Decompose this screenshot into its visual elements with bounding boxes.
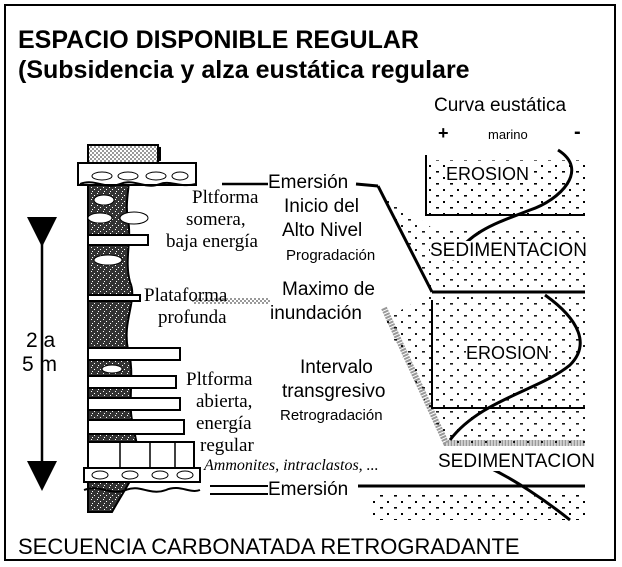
erosion-label-1: EROSION	[446, 164, 530, 184]
facies-profunda-2: profunda	[158, 307, 227, 328]
emersion-bottom-label: Emersión	[268, 479, 349, 500]
diagram-frame	[4, 4, 616, 561]
maximo-label-2: inundación	[270, 303, 362, 324]
eustatic-curve	[448, 148, 582, 522]
sediment-wedges	[370, 155, 585, 520]
curve-title: Curva eustática	[434, 95, 567, 116]
facies-abierta-1: Pltforma	[186, 369, 253, 390]
facies-somera-2: somera,	[186, 209, 246, 230]
facies-abierta-3: energía	[196, 413, 252, 434]
progradacion-label: Progradación	[286, 247, 376, 264]
page-subtitle: (Subsidencia y alza eustática regulare	[18, 56, 470, 84]
alto-nivel-label-2: Alto Nivel	[282, 220, 363, 241]
curve-minus: -	[574, 121, 581, 143]
facies-somera-3: baja energía	[166, 231, 258, 252]
footer-caption: SECUENCIA CARBONATADA RETROGRADANTE	[18, 534, 520, 559]
curve-plus: +	[438, 123, 449, 143]
retrogradacion-label: Retrogradación	[280, 407, 383, 424]
fossils-label: Ammonites, intraclastos, ...	[204, 457, 379, 474]
alto-nivel-label-1: Inicio del	[284, 196, 359, 217]
facies-abierta-4: regular	[200, 435, 254, 456]
facies-profunda-1: Plataforma	[144, 285, 228, 306]
maximo-label-1: Maximo de	[282, 279, 375, 300]
emersion-top-label: Emersión	[268, 172, 349, 193]
facies-somera-1: Pltforma	[192, 187, 259, 208]
sedimentacion-label-1: SEDIMENTACION	[430, 240, 587, 261]
thickness-label-top: 2 a	[26, 329, 56, 352]
thickness-label-bottom: 5 m	[22, 353, 58, 376]
page-title: ESPACIO DISPONIBLE REGULAR	[18, 26, 419, 54]
stratigraphic-column	[77, 143, 201, 513]
curve-marino: marino	[488, 127, 528, 142]
transgresivo-label-1: Intervalo	[300, 357, 373, 378]
transgresivo-label-2: transgresivo	[282, 381, 386, 402]
facies-abierta-2: abierta,	[196, 391, 253, 412]
sedimentacion-label-2: SEDIMENTACION	[438, 451, 595, 472]
erosion-label-2: EROSION	[466, 343, 550, 363]
